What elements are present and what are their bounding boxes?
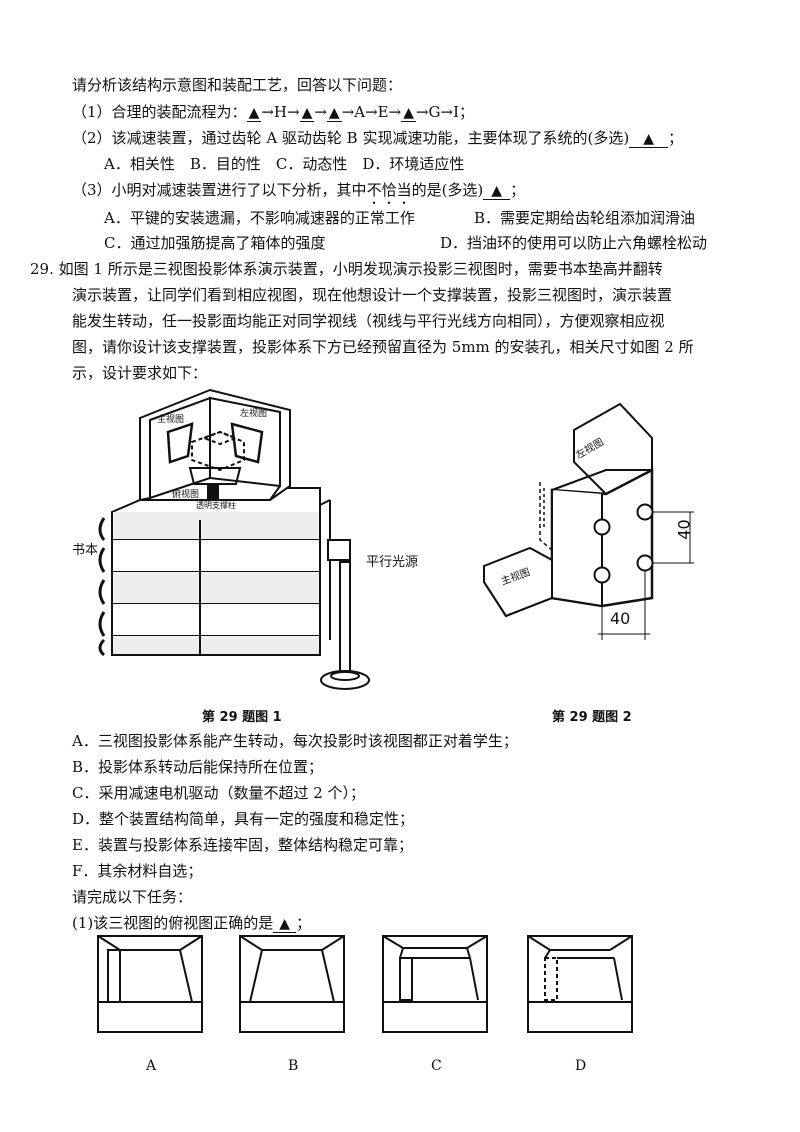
task-1: (1)该三视图的俯视图正确的是▲； (72, 912, 311, 934)
flow-step: →A→E→ (341, 103, 402, 121)
option-d-drawing (527, 935, 633, 1033)
fig1-left-view-label: 主视图 (157, 415, 185, 425)
option-a-label[interactable]: A (146, 1058, 157, 1074)
requirement-item: E．装置与投影体系连接牢固，整体结构稳定可靠； (72, 836, 413, 854)
q28-intro: 请分析该结构示意图和装配工艺，回答以下问题： (72, 76, 403, 94)
q28-sub3-option-a: A．平键的安装遗漏，不影响减速器的正常工作 (104, 209, 415, 227)
q28-sub1: （1）合理的装配流程为：▲→H→▲→▲→A→E→▲→G→I； (72, 101, 474, 123)
task-intro: 请完成以下任务： (72, 888, 193, 906)
q28-sub3-option-b: B．需要定期给齿轮组添加润滑油 (474, 209, 696, 227)
answer-blank[interactable]: ▲ (483, 183, 511, 200)
q28-sub2: （2）该减速装置，通过齿轮 A 驱动齿轮 B 实现减速功能，主要体现了系统的(多… (72, 127, 683, 149)
sub-text: 小明对减速装置进行了以下分析，其中 (111, 181, 367, 199)
q29-para-line: 图，请你设计该支撑装置，投影体系下方已经预留直径为 5mm 的安装孔，相关尺寸如… (72, 338, 694, 356)
task-end: ； (296, 914, 312, 932)
option-c-drawing (382, 935, 488, 1033)
fig1-light-label: 平行光源 (366, 555, 419, 570)
fig1-top-view-label: 俯视图 (172, 490, 200, 500)
requirement-item: D．整个装置结构简单，具有一定的强度和稳定性； (72, 810, 415, 828)
sub-text: 该减速装置，通过齿轮 A 驱动齿轮 B 实现减速功能，主要体现了系统的(多选) (111, 129, 630, 147)
flow-step: → (314, 103, 327, 121)
fig1-caption: 第 29 题图 1 (202, 710, 282, 725)
sub-number: （1） (72, 103, 112, 121)
answer-blank[interactable]: ▲ (273, 916, 297, 933)
sub-number: （3） (72, 181, 112, 199)
emphasis-text: 不恰当 (366, 181, 412, 199)
answer-blank[interactable]: ▲ (629, 131, 668, 148)
light-source (320, 539, 370, 690)
answer-blank[interactable]: ▲ (326, 105, 342, 122)
fig1-books-label: 书本 (72, 543, 99, 558)
q29-para-line: 能发生转动，任一投影面均能正对同学视线（视线与平行光线方向相同），方便观察相应视 (72, 312, 665, 330)
q29-para-line: 29. 如图 1 所示是三视图投影体系演示装置，小明发现演示投影三视图时，需要书… (30, 260, 663, 278)
dimension-lines (598, 511, 694, 640)
sub-end: ； (667, 129, 683, 147)
sub-number: （2） (72, 129, 112, 147)
answer-blank[interactable]: ▲ (401, 105, 416, 122)
sub-text: 合理的装配流程为： (111, 103, 247, 121)
fig2-caption: 第 29 题图 2 (552, 710, 632, 725)
flow-step: →G→I； (415, 103, 475, 121)
option-c-label[interactable]: C (431, 1058, 442, 1074)
q29-para-line: 演示装置，让同学们看到相应视图，现在他想设计一个支撑装置，投影三视图时，演示装置 (72, 286, 673, 304)
q28-sub3-option-c: C．通过加强筋提高了箱体的强度 (104, 234, 326, 252)
q28-sub3-option-d: D．挡油环的使用可以防止六角螺栓松动 (440, 234, 708, 252)
answer-blank[interactable]: ▲ (299, 105, 315, 122)
requirement-item: A．三视图投影体系能产生转动，每次投影时该视图都正对着学生； (72, 732, 518, 750)
flow-step: →H→ (261, 103, 300, 121)
requirement-item: F．其余材料自选； (72, 862, 203, 880)
task-text: (1)该三视图的俯视图正确的是 (72, 914, 274, 932)
requirement-item: B．投影体系转动后能保持所在位置； (72, 758, 324, 776)
requirement-item: C．采用减速电机驱动（数量不超过 2 个）； (72, 784, 366, 802)
fig1-pillar-label: 透明支撑柱 (196, 501, 236, 510)
q28-sub2-options: A．相关性 B．目的性 C．动态性 D．环境适应性 (104, 155, 465, 173)
sub-text: 的是(多选) (411, 181, 484, 199)
option-d-label[interactable]: D (575, 1058, 587, 1074)
option-b-drawing (239, 935, 345, 1033)
q28-sub3: （3）小明对减速装置进行了以下分析，其中不恰当的是(多选)▲； (72, 179, 525, 208)
projection-box (139, 388, 291, 501)
answer-blank[interactable]: ▲ (246, 105, 262, 122)
sub-end: ； (510, 181, 526, 199)
option-a-drawing (97, 935, 203, 1033)
fig2-dim-horizontal: 40 (610, 609, 631, 628)
q29-para-line: 示，设计要求如下： (72, 364, 208, 382)
option-b-label[interactable]: B (288, 1058, 299, 1074)
fig1-left-view-label-2: 左视图 (240, 409, 268, 419)
